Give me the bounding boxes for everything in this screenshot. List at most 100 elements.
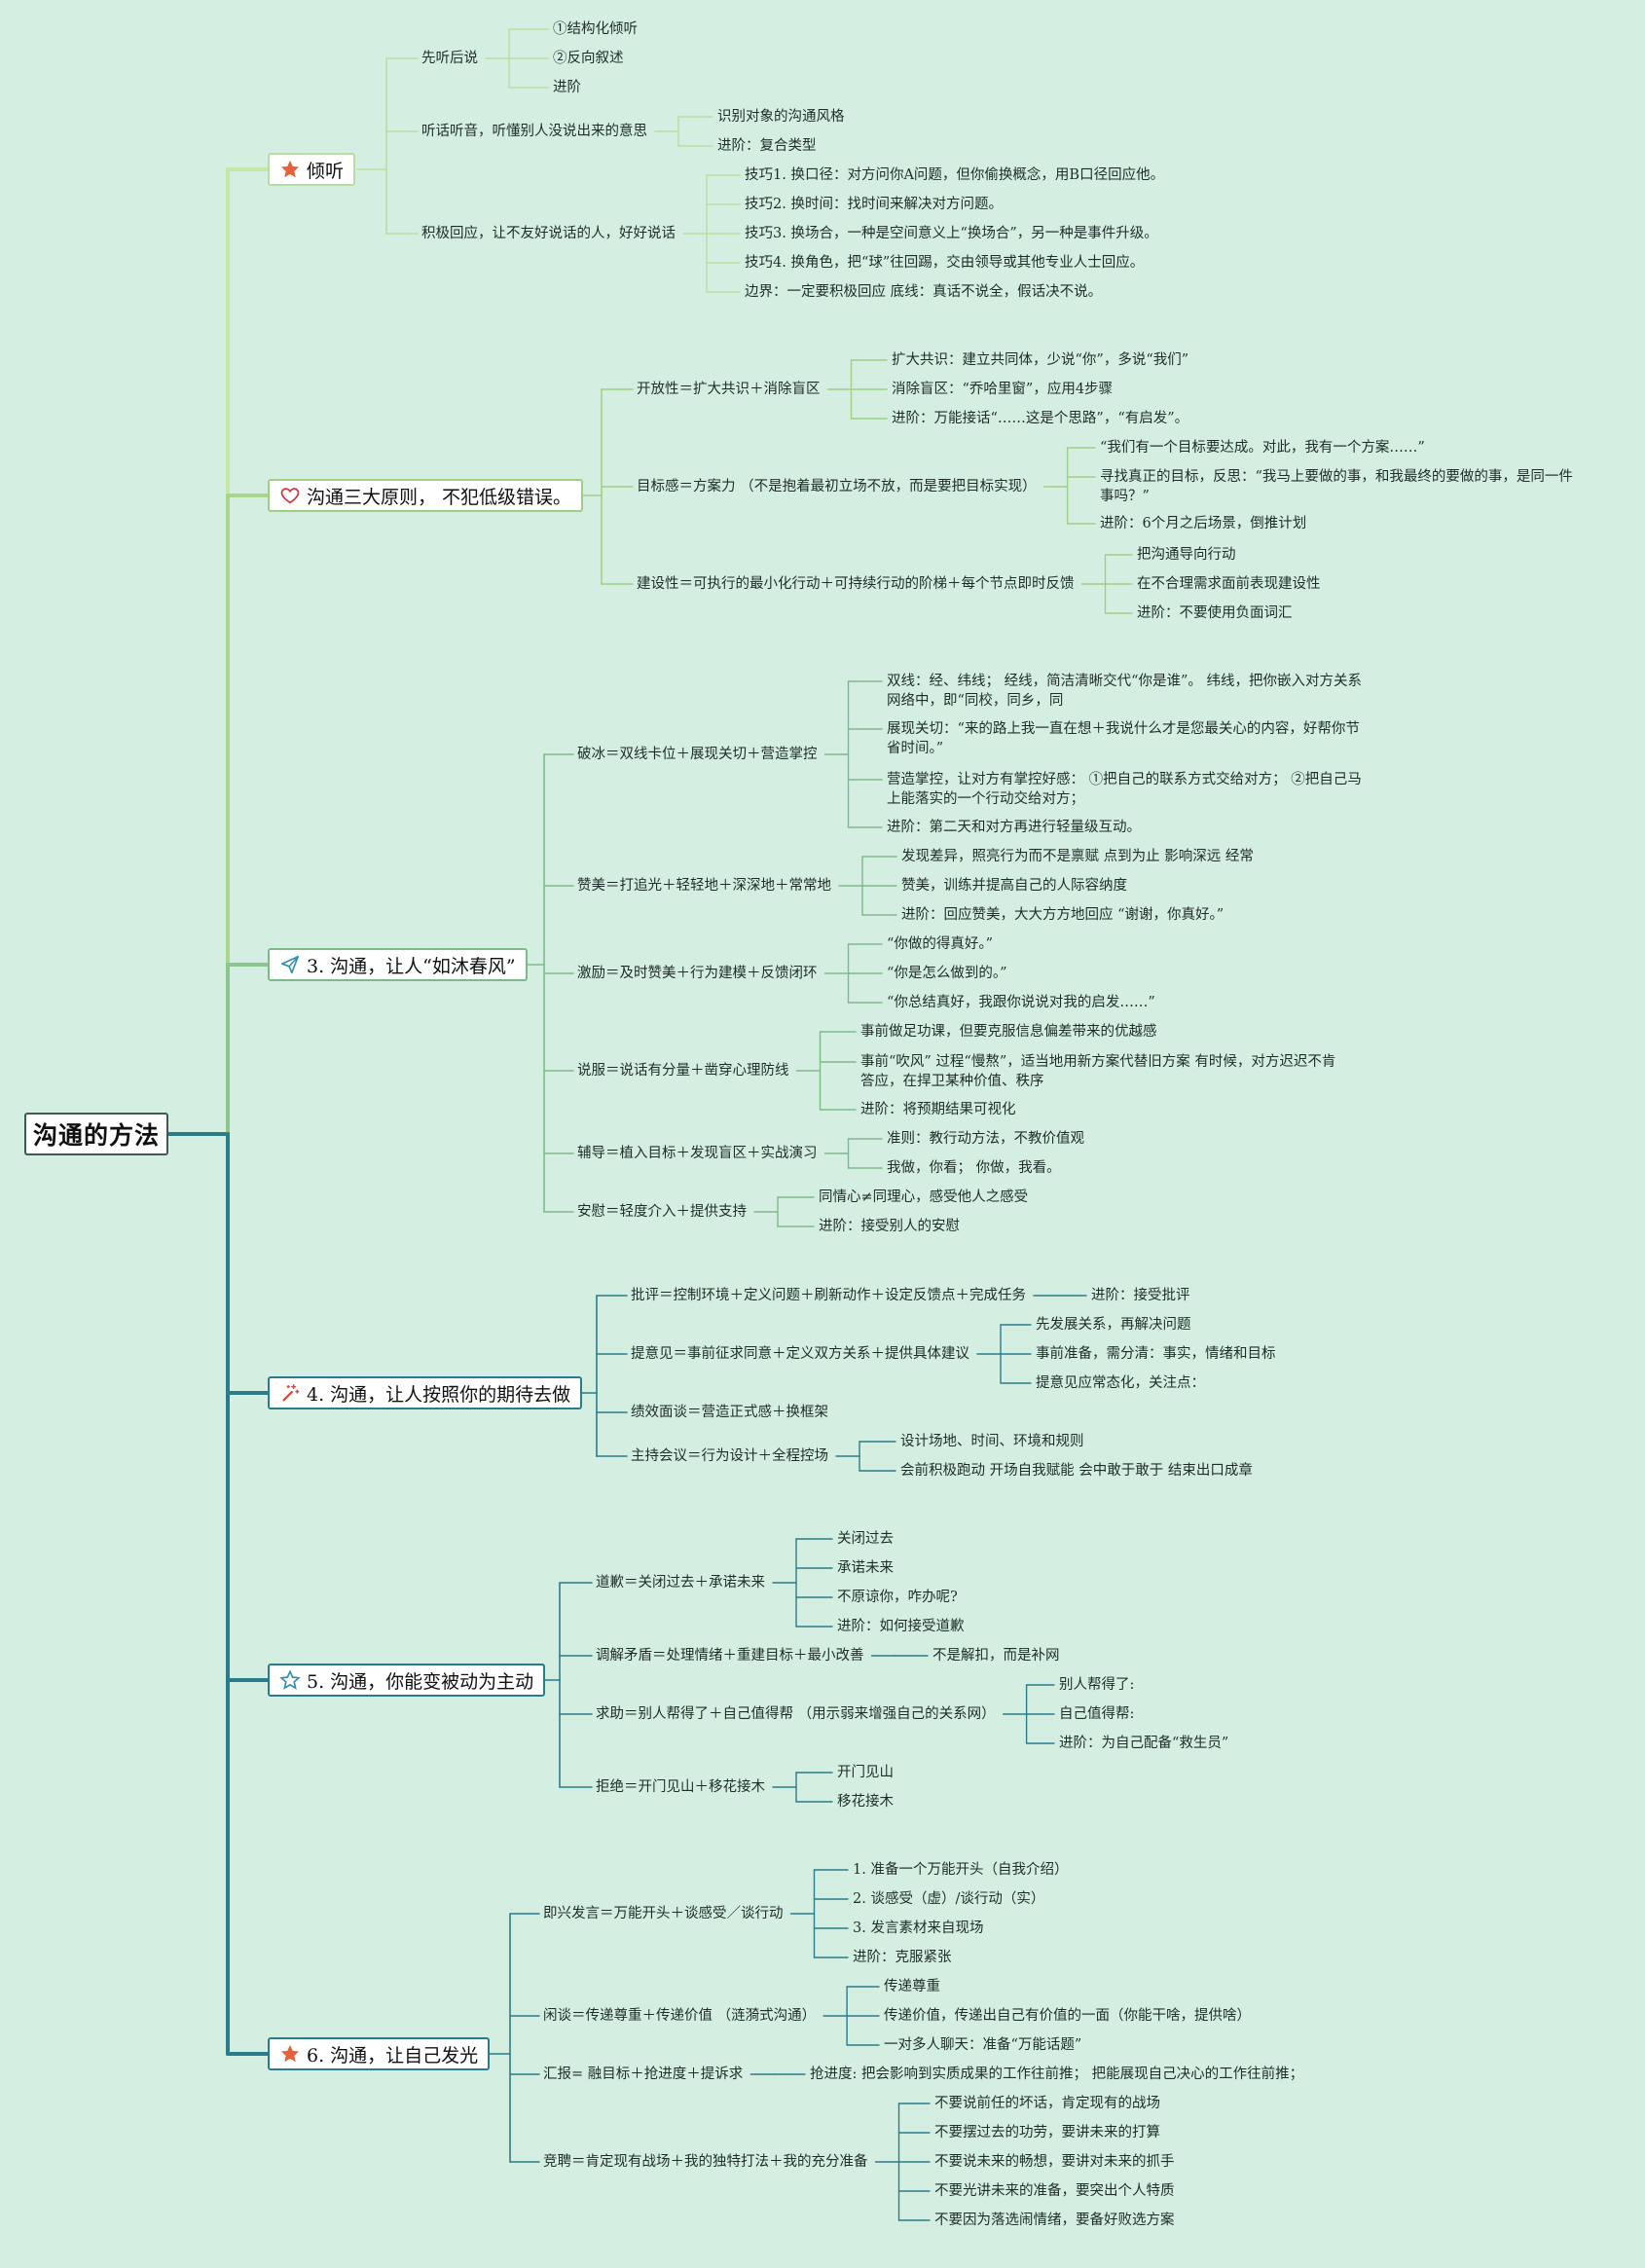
leaf-node[interactable]: 技巧4. 换角色，把“球”往回踢，交由领导或其他专业人士回应。 (745, 255, 1145, 271)
leaf-node[interactable]: 2. 谈感受（虚）/谈行动（实） (853, 1891, 1045, 1907)
topic-node[interactable]: 即兴发言＝万能开头＋谈感受／谈行动 (543, 1906, 784, 1921)
topic-node[interactable]: 批评＝控制环境＋定义问题＋刷新动作＋设定反馈点＋完成任务 (631, 1288, 1026, 1303)
topic-node[interactable]: 汇报= 融目标＋抢进度＋提诉求 (543, 2067, 744, 2082)
leaf-node[interactable]: 3. 发言素材来自现场 (853, 1920, 984, 1936)
topic-node[interactable]: 赞美＝打追光＋轻轻地＋深深地＋常常地 (577, 878, 831, 894)
leaf-node[interactable]: 不是解扣，而是补网 (932, 1648, 1060, 1664)
topic-node[interactable]: 求助＝别人帮得了＋自己值得帮 （用示弱来增强自己的关系网） (596, 1706, 996, 1722)
leaf-node[interactable]: 进阶：第二天和对方再进行轻量级互动。 (887, 820, 1141, 835)
topic-node[interactable]: 建设性＝可执行的最小化行动＋可持续行动的阶梯＋每个节点即时反馈 (637, 576, 1075, 592)
topic-node[interactable]: 道歉＝关闭过去＋承诺未来 (596, 1575, 765, 1591)
leaf-node[interactable]: 1. 准备一个万能开头（自我介绍） (853, 1862, 1069, 1878)
topic-node[interactable]: 先听后说 (421, 51, 478, 66)
leaf-node[interactable]: 进阶：万能接话“……这是个思路”，“有启发”。 (892, 411, 1189, 426)
leaf-node[interactable]: 消除盲区：“乔哈里窗”，应用4步骤 (892, 382, 1114, 397)
leaf-node[interactable]: “你总结真好，我跟你说说对我的启发……” (887, 995, 1155, 1010)
leaf-node[interactable]: 我做，你看； 你做，我看。 (887, 1160, 1061, 1176)
leaf-node[interactable]: 关闭过去 (837, 1531, 894, 1547)
leaf-node[interactable]: “你是怎么做到的。” (887, 966, 1007, 981)
topic-node[interactable]: 闲谈＝传递尊重＋传递价值 （涟漪式沟通） (543, 2008, 817, 2024)
leaf-node[interactable]: 识别对象的沟通风格 (717, 109, 845, 125)
leaf-node[interactable]: 自己值得帮: (1059, 1706, 1135, 1722)
topic-node[interactable]: 目标感＝方案力 （不是抱着最初立场不放，而是要把目标实现） (637, 479, 1037, 494)
leaf-node[interactable]: 技巧3. 换场合，一种是空间意义上“换场合”，另一种是事件升级。 (745, 226, 1158, 241)
leaf-node[interactable]: 不要因为落选闹情绪，要备好败选方案 (934, 2213, 1175, 2228)
leaf-node[interactable]: 技巧2. 换时间：找时间来解决对方问题。 (745, 197, 1003, 212)
leaf-node[interactable]: 移花接木 (837, 1794, 894, 1810)
topic-node[interactable]: 提意见＝事前征求同意＋定义双方关系＋提供具体建议 (631, 1346, 969, 1362)
star-filled-icon (279, 2043, 301, 2065)
branch-node[interactable]: 沟通三大原则， 不犯低级错误。 (268, 479, 584, 512)
topic-node[interactable]: 拒绝＝开门见山＋移花接木 (596, 1779, 765, 1795)
leaf-node[interactable]: 事前做足功课，但要克服信息偏差带来的优越感 (860, 1024, 1157, 1040)
branch-node[interactable]: 5. 沟通，你能变被动为主动 (268, 1664, 546, 1697)
leaf-node[interactable]: 赞美，训练并提高自己的人际容纳度 (901, 878, 1127, 894)
leaf-node[interactable]: 事前“吹风” 过程“慢熬”，适当地用新方案代替旧方案 有时候，对方迟迟不肯答应，… (860, 1054, 1336, 1089)
leaf-node[interactable]: 进阶：回应赞美，大大方方地回应 “谢谢，你真好。” (901, 907, 1225, 923)
topic-node[interactable]: 破冰＝双线卡位＋展现关切＋营造掌控 (577, 747, 818, 762)
topic-node[interactable]: 竞聘＝肯定现有战场＋我的独特打法＋我的充分准备 (543, 2154, 868, 2170)
leaf-node[interactable]: 进阶：6个月之后场景，倒推计划 (1100, 516, 1307, 531)
leaf-node[interactable]: 传递价值，传递出自己有价值的一面（你能干啥，提供啥） (884, 2008, 1251, 2024)
leaf-node[interactable]: 进阶：将预期结果可视化 (860, 1102, 1016, 1117)
leaf-node[interactable]: 同情心≠同理心，感受他人之感受 (819, 1189, 1029, 1205)
leaf-node[interactable]: 提意见应常态化，关注点： (1036, 1375, 1205, 1391)
topic-node[interactable]: 听话听音，听懂别人没说出来的意思 (421, 124, 647, 139)
leaf-node[interactable]: 展现关切：“来的路上我一直在想＋我说什么才是您最关心的内容，好帮你节省时间。” (887, 721, 1360, 756)
topic-node[interactable]: 激励＝及时赞美＋行为建模＋反馈闭环 (577, 966, 818, 981)
topic-node[interactable]: 辅导＝植入目标＋发现盲区＋实战演习 (577, 1146, 818, 1161)
branch-node[interactable]: 倾听 (268, 153, 356, 186)
leaf-node[interactable]: 会前积极跑动 开场自我赋能 会中敢于敢于 结束出口成章 (900, 1463, 1253, 1479)
topic-node[interactable]: 说服＝说话有分量＋凿穿心理防线 (577, 1063, 789, 1079)
root-node[interactable]: 沟通的方法 (24, 1113, 168, 1155)
leaf-node[interactable]: 开门见山 (837, 1765, 894, 1780)
leaf-node[interactable]: 抢进度: 把会影响到实质成果的工作往前推； 把能展现自己决心的工作往前推； (810, 2067, 1304, 2082)
topic-node[interactable]: 积极回应，让不友好说话的人，好好说话 (421, 226, 676, 241)
leaf-node[interactable]: 先发展关系，再解决问题 (1036, 1317, 1191, 1333)
heart-icon (279, 485, 301, 506)
branch-label: 4. 沟通，让人按照你的期待去做 (307, 1383, 571, 1406)
branch-node[interactable]: 4. 沟通，让人按照你的期待去做 (268, 1376, 583, 1409)
leaf-node[interactable]: 进阶：接受批评 (1091, 1288, 1190, 1303)
topic-node[interactable]: 主持会议＝行为设计＋全程控场 (631, 1448, 828, 1464)
leaf-node[interactable]: 在不合理需求面前表现建设性 (1137, 576, 1321, 592)
leaf-node[interactable]: “你做的得真好。” (887, 936, 994, 952)
leaf-node[interactable]: 把沟通导向行动 (1137, 547, 1236, 563)
leaf-node[interactable]: 事前准备，需分清：事实，情绪和目标 (1036, 1346, 1276, 1362)
leaf-node[interactable]: 承诺未来 (837, 1560, 894, 1576)
leaf-node[interactable]: 准则：教行动方法，不教价值观 (887, 1131, 1084, 1147)
leaf-node[interactable]: 营造掌控，让对方有掌控好感： ①把自己的联系方式交给对方； ②把自己马上能落实的… (887, 772, 1362, 807)
leaf-node[interactable]: 边界：一定要积极回应 底线：真话不说全，假话决不说。 (745, 284, 1103, 300)
leaf-node[interactable]: 进阶：如何接受道歉 (837, 1619, 965, 1634)
leaf-node[interactable]: 不要说未来的畅想，要讲对未来的抓手 (934, 2154, 1175, 2170)
branch-node[interactable]: 3. 沟通，让人“如沐春风” (268, 948, 528, 981)
leaf-node[interactable]: 不要光讲未来的准备，要突出个人特质 (934, 2183, 1175, 2199)
topic-node[interactable]: 绩效面谈＝营造正式感＋换框架 (631, 1405, 828, 1420)
leaf-node[interactable]: 进阶：接受别人的安慰 (819, 1219, 960, 1234)
topic-node[interactable]: 安慰＝轻度介入＋提供支持 (577, 1204, 747, 1220)
leaf-node[interactable]: 不要摆过去的功劳，要讲未来的打算 (934, 2125, 1160, 2140)
leaf-node[interactable]: ②反向叙述 (553, 51, 624, 66)
leaf-node[interactable]: 不原谅你，咋办呢? (837, 1590, 958, 1605)
leaf-node[interactable]: 进阶：克服紧张 (853, 1950, 952, 1965)
topic-node[interactable]: 调解矛盾＝处理情绪＋重建目标＋最小改善 (596, 1648, 864, 1664)
leaf-node[interactable]: 不要说前任的坏话，肯定现有的战场 (934, 2096, 1160, 2111)
leaf-node[interactable]: 双线：经、纬线； 经线，简洁清晰交代“你是谁”。 纬线，把你嵌入对方关系网络中，… (887, 674, 1363, 709)
leaf-node[interactable]: 传递尊重 (884, 1979, 940, 1994)
leaf-node[interactable]: 发现差异，照亮行为而不是禀赋 点到为止 影响深远 经常 (901, 849, 1254, 864)
leaf-node[interactable]: 进阶：复合类型 (717, 138, 817, 154)
leaf-node[interactable]: ①结构化倾听 (553, 21, 638, 37)
leaf-node[interactable]: 进阶：不要使用负面词汇 (1137, 605, 1293, 621)
leaf-node[interactable]: 一对多人聊天：准备“万能话题” (884, 2037, 1082, 2053)
leaf-node[interactable]: 技巧1. 换口径：对方问你A问题，但你偷换概念，用B口径回应他。 (745, 167, 1165, 183)
leaf-node[interactable]: 扩大共识：建立共同体，少说“你”，多说“我们” (892, 352, 1189, 368)
leaf-node[interactable]: 设计场地、时间、环境和规则 (900, 1434, 1084, 1449)
branch-node[interactable]: 6. 沟通，让自己发光 (268, 2037, 491, 2070)
topic-node[interactable]: 开放性＝扩大共识＋消除盲区 (637, 382, 821, 397)
leaf-node[interactable]: 寻找真正的目标，反思：“我马上要做的事，和我最终的要做的事，是同一件事吗？” (1100, 469, 1573, 504)
leaf-node[interactable]: 进阶：为自己配备“救生员” (1059, 1736, 1229, 1751)
branch-label: 6. 沟通，让自己发光 (307, 2044, 479, 2067)
leaf-node[interactable]: 别人帮得了: (1059, 1677, 1135, 1693)
leaf-node[interactable]: 进阶 (553, 80, 581, 95)
leaf-node[interactable]: “我们有一个目标要达成。对此，我有一个方案……” (1100, 440, 1425, 456)
